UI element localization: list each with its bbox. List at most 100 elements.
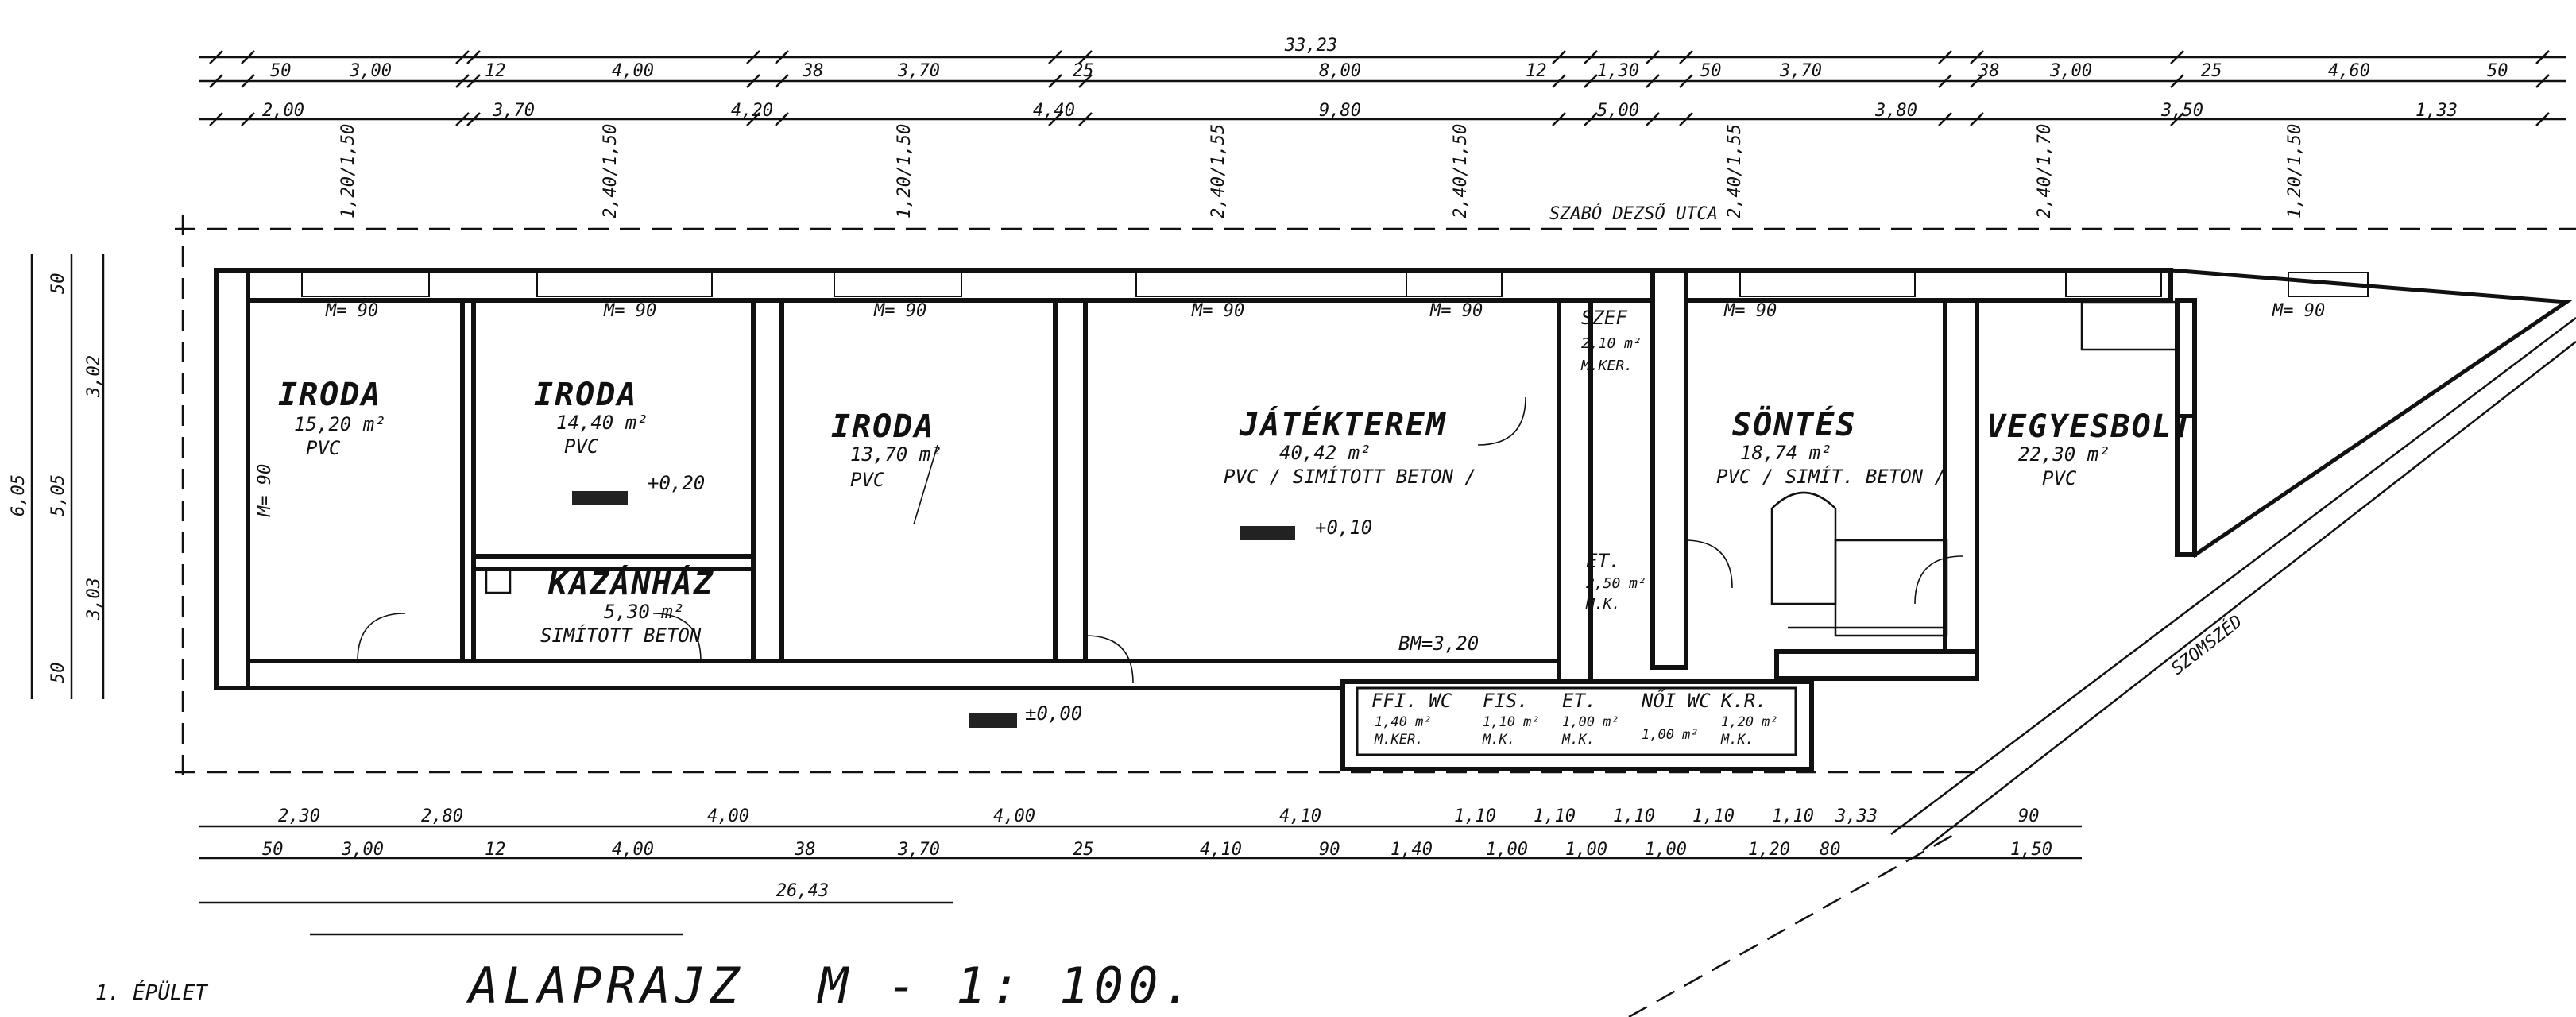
room-et-2: ET. 1,00 m² M.K. bbox=[1561, 690, 1619, 748]
svg-text:5,00: 5,00 bbox=[1597, 101, 1639, 121]
svg-text:FFI. WC: FFI. WC bbox=[1371, 690, 1452, 712]
svg-text:25: 25 bbox=[2201, 61, 2222, 81]
svg-text:1,30: 1,30 bbox=[1597, 61, 1639, 81]
dimension-tick bbox=[1938, 74, 1952, 88]
svg-text:4,60: 4,60 bbox=[2328, 61, 2370, 81]
svg-text:5,05: 5,05 bbox=[48, 474, 68, 516]
svg-text:25: 25 bbox=[1073, 840, 1094, 860]
room-szef: SZEF 2,10 m² M.KER. bbox=[1580, 307, 1642, 374]
svg-text:1,00 m²: 1,00 m² bbox=[1562, 714, 1619, 730]
svg-text:1,10: 1,10 bbox=[1454, 806, 1496, 826]
bottom-dim-row-2: 50 3,00 12 4,00 38 3,70 25 4,10 90 1,40 … bbox=[262, 840, 2052, 860]
drawing-scale: M - 1: 100. bbox=[817, 957, 1197, 1015]
room-fis: FIS. 1,10 m² M.K. bbox=[1482, 690, 1540, 748]
dimension-tick bbox=[746, 112, 760, 126]
svg-text:M= 90: M= 90 bbox=[2272, 301, 2325, 321]
room-kazanhaz: KAZÁNHÁZ 5,30 m² SIMÍTOTT BETON bbox=[540, 564, 714, 647]
svg-text:IRODA: IRODA bbox=[831, 408, 934, 445]
svg-text:M= 90: M= 90 bbox=[1723, 301, 1777, 321]
svg-text:4,00: 4,00 bbox=[612, 61, 654, 81]
side-label: SZOMSZÉD bbox=[2168, 611, 2247, 679]
svg-text:PVC: PVC bbox=[306, 437, 341, 459]
svg-text:M.K.: M.K. bbox=[1720, 732, 1754, 748]
svg-text:12: 12 bbox=[1526, 61, 1547, 81]
dimension-tick bbox=[1938, 112, 1952, 126]
dimension-tick bbox=[455, 74, 470, 88]
svg-text:3,80: 3,80 bbox=[1874, 101, 1917, 121]
dimension-tick bbox=[1679, 50, 1693, 64]
dimension-tick bbox=[1646, 50, 1660, 64]
triangular-wing bbox=[1890, 268, 2576, 851]
dimension-tick bbox=[1048, 50, 1062, 64]
svg-text:M.K.: M.K. bbox=[1561, 732, 1595, 748]
svg-text:1,10: 1,10 bbox=[1772, 806, 1814, 826]
svg-text:SIMÍTOTT BETON: SIMÍTOTT BETON bbox=[540, 624, 702, 647]
svg-text:JÁTÉKTEREM: JÁTÉKTEREM bbox=[1239, 405, 1447, 443]
room-jatekterem: JÁTÉKTEREM 40,42 m² PVC / SIMÍTOTT BETON… bbox=[1224, 405, 1476, 488]
dimension-tick bbox=[1679, 74, 1693, 88]
dimension-tick bbox=[775, 74, 789, 88]
svg-text:1,20/1,50: 1,20/1,50 bbox=[2285, 124, 2305, 218]
dimension-tick bbox=[1552, 112, 1566, 126]
dimension-tick bbox=[775, 50, 789, 64]
svg-text:14,40 m²: 14,40 m² bbox=[556, 412, 648, 434]
svg-text:2,40/1,50: 2,40/1,50 bbox=[1451, 124, 1471, 218]
svg-text:1,10 m²: 1,10 m² bbox=[1483, 714, 1540, 730]
site-diagonal bbox=[1628, 833, 1955, 1017]
dimension-tick bbox=[241, 74, 255, 88]
svg-text:9,80: 9,80 bbox=[1319, 101, 1361, 121]
svg-text:2,40/1,55: 2,40/1,55 bbox=[1725, 124, 1745, 218]
dimension-tick bbox=[1552, 50, 1566, 64]
svg-text:1,10: 1,10 bbox=[1692, 806, 1735, 826]
svg-text:M= 90: M= 90 bbox=[255, 464, 275, 517]
svg-text:13,70 m²: 13,70 m² bbox=[850, 443, 942, 466]
svg-text:50: 50 bbox=[1700, 61, 1722, 81]
dimension-tick bbox=[1078, 112, 1093, 126]
svg-text:M= 90: M= 90 bbox=[1191, 301, 1244, 321]
dimension-ticks bbox=[209, 50, 2550, 126]
exterior-walls bbox=[214, 268, 2197, 771]
svg-text:M.K.: M.K. bbox=[1482, 732, 1515, 748]
dimension-tick bbox=[466, 74, 481, 88]
svg-text:NŐI WC: NŐI WC bbox=[1641, 688, 1711, 712]
room-sontes: SÖNTÉS 18,74 m² PVC / SIMÍT. BETON / bbox=[1716, 405, 1946, 488]
svg-text:2,40/1,70: 2,40/1,70 bbox=[2035, 124, 2055, 218]
svg-text:FIS.: FIS. bbox=[1483, 690, 1529, 712]
fixtures bbox=[485, 300, 2179, 728]
svg-text:VEGYESBOLT: VEGYESBOLT bbox=[1986, 408, 2194, 445]
dimension-tick bbox=[1048, 112, 1062, 126]
svg-text:PVC: PVC bbox=[850, 469, 885, 491]
svg-text:KAZÁNHÁZ: KAZÁNHÁZ bbox=[547, 564, 714, 602]
svg-text:M.KER.: M.KER. bbox=[1374, 732, 1423, 748]
dimension-tick bbox=[1970, 74, 1984, 88]
svg-text:90: 90 bbox=[2018, 806, 2040, 826]
svg-text:50: 50 bbox=[270, 61, 292, 81]
dimension-tick bbox=[1552, 74, 1566, 88]
room-kr: K.R. 1,20 m² M.K. bbox=[1720, 690, 1778, 748]
dimension-tick bbox=[1646, 112, 1660, 126]
svg-text:90: 90 bbox=[1319, 840, 1340, 860]
dimension-tick bbox=[1584, 50, 1598, 64]
svg-text:M= 90: M= 90 bbox=[325, 301, 378, 321]
dimension-tick bbox=[455, 112, 470, 126]
svg-text:1,50: 1,50 bbox=[2010, 840, 2052, 860]
svg-text:22,30 m²: 22,30 m² bbox=[2018, 443, 2110, 466]
dimension-tick bbox=[1078, 50, 1093, 64]
svg-text:25: 25 bbox=[1073, 61, 1094, 81]
svg-text:2,00: 2,00 bbox=[262, 101, 304, 121]
dimension-tick bbox=[209, 50, 223, 64]
svg-text:1,10: 1,10 bbox=[1613, 806, 1655, 826]
level-mark-2: +0,10 bbox=[1315, 516, 1372, 539]
dimension-tick bbox=[2535, 50, 2550, 64]
svg-text:80: 80 bbox=[1820, 840, 1841, 860]
svg-text:1,00: 1,00 bbox=[1486, 840, 1528, 860]
dimension-tick bbox=[1646, 74, 1660, 88]
dimension-tick bbox=[241, 112, 255, 126]
svg-text:6,05: 6,05 bbox=[9, 474, 29, 516]
dimension-tick bbox=[775, 112, 789, 126]
svg-text:2,30: 2,30 bbox=[278, 806, 320, 826]
svg-text:IRODA: IRODA bbox=[534, 377, 637, 413]
svg-text:SZEF: SZEF bbox=[1581, 307, 1627, 329]
overall-bottom-dim: 26,43 bbox=[776, 881, 829, 901]
dimension-tick bbox=[1938, 50, 1952, 64]
